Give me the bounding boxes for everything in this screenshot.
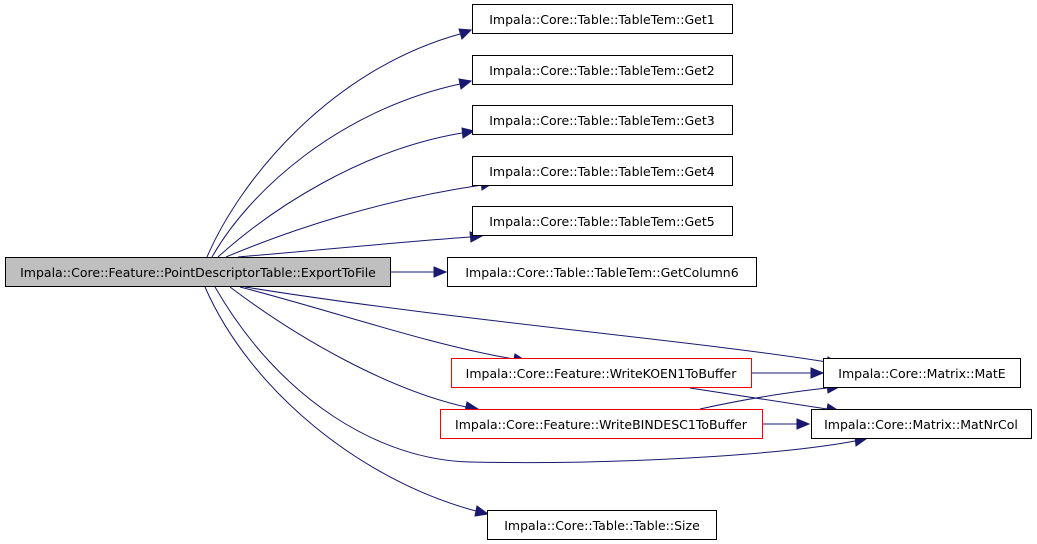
node-root-label: Impala::Core::Feature::PointDescriptorTa…	[20, 265, 376, 280]
node-get1-label: Impala::Core::Table::TableTem::Get1	[489, 12, 714, 27]
node-get2-label: Impala::Core::Table::TableTem::Get2	[489, 63, 714, 78]
edge-root-get1-arrow	[458, 28, 473, 40]
edge-writekoen1-matnrcol	[689, 387, 828, 410]
edge-root-size	[204, 286, 477, 512]
node-get5-label: Impala::Core::Table::TableTem::Get5	[489, 214, 714, 229]
node-table-size[interactable]: Impala::Core::Table::Table::Size	[487, 510, 717, 540]
edge-root-get2	[211, 83, 461, 258]
node-writebindesc1tobuffer[interactable]: Impala::Core::Feature::WriteBINDESC1ToBu…	[440, 409, 763, 439]
node-writekoen1tobuffer[interactable]: Impala::Core::Feature::WriteKOEN1ToBuffe…	[451, 358, 752, 388]
node-get5[interactable]: Impala::Core::Table::TableTem::Get5	[472, 206, 733, 236]
edge-writebindesc1-mate	[699, 387, 828, 410]
node-getcolumn6[interactable]: Impala::Core::Table::TableTem::GetColumn…	[447, 257, 757, 287]
node-get4-label: Impala::Core::Table::TableTem::Get4	[489, 164, 715, 179]
edge-root-getcolumn6-arrow	[433, 266, 448, 278]
edge-root-get1	[206, 33, 461, 258]
node-getcolumn6-label: Impala::Core::Table::TableTem::GetColumn…	[465, 265, 738, 280]
edge-root-get4	[225, 184, 483, 258]
edge-root-matnrcol	[214, 286, 856, 464]
edge-root-mate	[244, 286, 828, 363]
node-get4[interactable]: Impala::Core::Table::TableTem::Get4	[472, 156, 733, 186]
node-writekoen1tobuffer-label: Impala::Core::Feature::WriteKOEN1ToBuffe…	[466, 366, 738, 381]
edge-writebindesc1-matnrcol-arrow	[796, 418, 811, 430]
node-writebindesc1tobuffer-label: Impala::Core::Feature::WriteBINDESC1ToBu…	[455, 417, 748, 432]
node-matnrcol-label: Impala::Core::Matrix::MatNrCol	[824, 417, 1018, 432]
edge-root-get3	[217, 132, 463, 258]
edge-writekoen1-mate-arrow	[810, 367, 825, 379]
node-mate[interactable]: Impala::Core::Matrix::MatE	[823, 358, 1021, 388]
edge-root-get5	[237, 236, 471, 258]
node-get3[interactable]: Impala::Core::Table::TableTem::Get3	[472, 105, 733, 135]
edge-root-writebindesc1	[229, 286, 467, 408]
edge-root-size-arrow	[474, 505, 490, 517]
node-mate-label: Impala::Core::Matrix::MatE	[838, 366, 1005, 381]
node-get3-label: Impala::Core::Table::TableTem::Get3	[489, 113, 714, 128]
edge-root-get2-arrow	[458, 78, 473, 90]
node-get1[interactable]: Impala::Core::Table::TableTem::Get1	[472, 4, 733, 34]
node-get2[interactable]: Impala::Core::Table::TableTem::Get2	[472, 55, 733, 85]
edge-root-get3-arrow	[461, 127, 476, 139]
node-root-exporttofile[interactable]: Impala::Core::Feature::PointDescriptorTa…	[5, 257, 391, 287]
edge-root-writekoen1	[239, 286, 515, 360]
node-table-size-label: Impala::Core::Table::Table::Size	[504, 518, 700, 533]
node-matnrcol[interactable]: Impala::Core::Matrix::MatNrCol	[811, 409, 1032, 439]
